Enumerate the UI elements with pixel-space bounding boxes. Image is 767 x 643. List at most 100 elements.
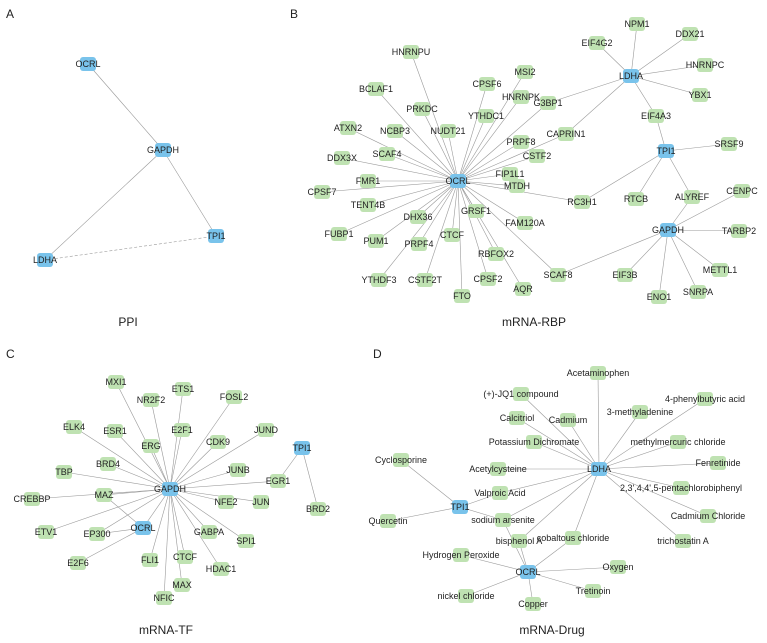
panel-d-letter: D — [373, 347, 382, 361]
rbp-node-box-pum1 — [368, 234, 384, 248]
drug-node-box-trichostatin-a — [675, 534, 691, 548]
drug-node-label-nickel-chloride: nickel chloride — [437, 591, 494, 601]
rbp-node-rtcb: RTCB — [624, 192, 648, 206]
drug-node-label-tretinoin: Tretinoin — [576, 586, 611, 596]
rbp-node-mtdh: MTDH — [504, 179, 530, 193]
rbp-node-label-ocrl: OCRL — [445, 176, 470, 186]
rbp-node-nudt21: NUDT21 — [430, 124, 466, 138]
ppi-gene-node-ldha: LDHA — [33, 253, 57, 267]
rbp-node-label-grsf1: GRSF1 — [461, 206, 491, 216]
rbp-node-box-ldha — [623, 69, 639, 83]
drug-gene-node-ldha: LDHA — [587, 462, 611, 476]
rbp-edge-ocrl-ythdf3 — [378, 180, 459, 281]
rbp-edge-ocrl-hnrnpk — [457, 96, 522, 182]
drug-node-box-nickel-chloride — [458, 589, 474, 603]
rbp-node-box-tent4b — [360, 198, 376, 212]
tf-node-label-crebbp: CREBBP — [13, 494, 50, 504]
rbp-node-label-tent4b: TENT4B — [351, 200, 386, 210]
rbp-node-label-gapdh: GAPDH — [652, 225, 684, 235]
drug-node-cadmium-chloride: Cadmium Chloride — [671, 509, 745, 523]
rbp-node-ythdf3: YTHDF3 — [361, 273, 397, 287]
rbp-node-box-ddx3x — [334, 151, 350, 165]
drug-edge-tpi1-quercetin — [387, 506, 461, 522]
drug-node-box-cyclosporine — [393, 453, 409, 467]
rbp-edge-ocrl-nudt21 — [447, 130, 459, 182]
tf-node-label-jun: JUN — [252, 497, 270, 507]
rbp-edge-tpi1-alyref — [665, 150, 693, 198]
rbp-edge-ocrl-scaf4 — [386, 153, 459, 182]
rbp-node-box-ctcf — [444, 228, 460, 242]
rbp-edge-ocrl-tent4b — [367, 180, 459, 206]
ppi-edge-gapdh-ldha — [44, 149, 164, 261]
rbp-node-prpf8: PRPF8 — [506, 135, 536, 149]
drug-node-box-ldha — [591, 462, 607, 476]
tf-node-box-max — [174, 578, 190, 592]
rbp-edge-ldha-hnrnpc — [630, 64, 706, 77]
rbp-node-box-eif4g2 — [589, 36, 605, 50]
drug-node-box-cadmium — [560, 413, 576, 427]
tf-edge-gapdh-esr1 — [114, 430, 171, 490]
tf-node-box-gabpa — [201, 525, 217, 539]
drug-edge-ldha-cadmium — [567, 419, 600, 470]
rbp-edge-ocrl-ythdc1 — [457, 115, 487, 182]
tf-node-e2f1: E2F1 — [171, 423, 193, 437]
drug-edge-ldha-3-methyladenine — [598, 411, 641, 470]
rbp-node-label-hnrnpk: HNRNPK — [502, 92, 540, 102]
tf-node-label-junb: JUNB — [226, 465, 250, 475]
drug-node-fenretinide: Fenretinide — [695, 456, 741, 470]
tf-node-ep300: EP300 — [83, 527, 111, 541]
tf-edge-gapdh-gabpa — [169, 488, 210, 533]
tf-node-label-brd2: BRD2 — [306, 504, 330, 514]
drug-edge-ldha-fenretinide — [598, 462, 719, 470]
panel-c-letter: C — [6, 347, 15, 361]
drug-node-label-ocrl: OCRL — [515, 567, 540, 577]
tf-node-box-hdac1 — [213, 562, 229, 576]
tf-node-label-e2f6: E2F6 — [67, 558, 89, 568]
drug-node-cobaltous-chloride: cobaltous chloride — [537, 531, 609, 545]
tf-node-label-spi1: SPI1 — [236, 536, 256, 546]
drug-node-trichostatin-a: trichostatin A — [657, 534, 709, 548]
tf-edge-gapdh-hdac1 — [169, 488, 222, 570]
drug-node-label-potassium-dichromate: Potassium Dichromate — [489, 437, 580, 447]
tf-edge-gapdh-etv1 — [45, 488, 171, 533]
tf-edge-gapdh-fosl2 — [169, 396, 235, 490]
tf-gene-node-tpi1: TPI1 — [292, 441, 312, 455]
tf-node-label-elk4: ELK4 — [63, 422, 85, 432]
drug-node-label-4-phenylbutyric-acid: 4-phenylbutyric acid — [665, 394, 745, 404]
drug-gene-node-ocrl: OCRL — [515, 565, 541, 579]
rbp-node-label-eif4a3: EIF4A3 — [641, 111, 671, 121]
drug-node-box-tpi1 — [452, 500, 468, 514]
rbp-node-box-ddx21 — [682, 27, 698, 41]
tf-node-box-ctcf — [177, 550, 193, 564]
tf-edge-gapdh-elk4 — [73, 426, 171, 490]
tf-node-egr1: EGR1 — [266, 474, 290, 488]
rbp-edge-ocrl-mtdh — [457, 180, 518, 187]
rbp-edge-gapdh-snrpa — [667, 229, 699, 293]
tf-node-box-spi1 — [238, 534, 254, 548]
ppi-node-label-tpi1: TPI1 — [206, 231, 225, 241]
drug-node-nickel-chloride: nickel chloride — [437, 589, 495, 603]
rbp-edge-gapdh-eif3b — [624, 229, 669, 276]
rbp-edge-tpi1-rtcb — [635, 150, 667, 200]
rbp-node-label-g3bp1: G3BP1 — [533, 98, 562, 108]
rbp-node-label-ybx1: YBX1 — [688, 90, 711, 100]
tf-node-hdac1: HDAC1 — [206, 562, 236, 576]
drug-node-label-ldha: LDHA — [587, 464, 611, 474]
drug-node-box-acetaminophen — [590, 366, 606, 380]
tf-node-label-jund: JUND — [254, 425, 278, 435]
tf-edge-gapdh-nfic — [163, 488, 171, 599]
rbp-edge-ocrl-bclaf1 — [375, 88, 459, 182]
tf-node-box-brd2 — [310, 502, 326, 516]
tf-edge-gapdh-egr1 — [169, 480, 279, 490]
rbp-node-label-ythdc1: YTHDC1 — [468, 111, 504, 121]
rbp-gene-node-gapdh: GAPDH — [652, 223, 684, 237]
drug-edge-ldha-calcitriol — [516, 417, 600, 470]
drug-node-label-2-3-4-4-5-pentachlorobiphenyl: 2,3',4,4',5-pentachlorobiphenyl — [620, 483, 742, 493]
tf-node-box-fli1 — [142, 553, 158, 567]
drug-node-valproic-acid: Valproic Acid — [474, 486, 526, 500]
drug-node-label-bisphenol-a: bisphenol A — [496, 536, 543, 546]
rbp-node-label-cstf2: CSTF2 — [523, 151, 552, 161]
drug-edge-ldha-cobaltous-chloride — [572, 468, 600, 539]
rbp-node-aqr: AQR — [513, 282, 533, 296]
